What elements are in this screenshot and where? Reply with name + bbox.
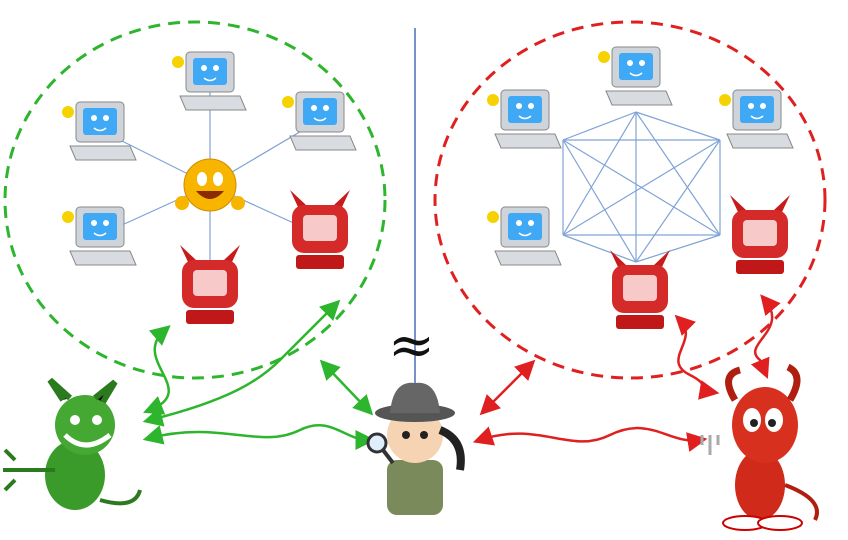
arrow-red-3 (674, 314, 720, 400)
corrupted-computer (730, 195, 790, 274)
ideal-adversary-green-devil (3, 377, 142, 510)
mesh-link (562, 139, 721, 236)
honest-computer (719, 89, 794, 149)
honest-computer (62, 206, 137, 266)
honest-computer (598, 46, 673, 106)
mesh-link (562, 111, 637, 236)
corrupted-computer (610, 250, 670, 329)
mesh-link (635, 234, 721, 263)
mesh-link (635, 111, 721, 141)
mesh-link (635, 111, 721, 236)
arrow-green-3 (142, 424, 376, 450)
honest-computer (282, 91, 357, 151)
mesh-link (562, 234, 637, 263)
corrupted-computer (290, 190, 350, 269)
arrow-green-4 (319, 359, 374, 416)
trusted-party-smiley-icon (175, 158, 245, 212)
honest-computer (487, 206, 562, 266)
honest-computer (487, 89, 562, 149)
honest-computer (62, 101, 137, 161)
arrow-red-2 (472, 426, 708, 452)
real-world-boundary (433, 20, 827, 380)
arrow-green-2 (142, 299, 341, 427)
honest-computer (172, 51, 247, 111)
real-adversary-red-devil (700, 363, 819, 531)
approx-symbol: ≈ (388, 313, 435, 378)
mesh-link (635, 139, 721, 263)
mesh-link (562, 111, 637, 141)
arrow-red-1 (479, 359, 536, 416)
arrow-green-1 (143, 325, 171, 415)
distinguisher-detective (366, 382, 465, 515)
arrow-red-4 (750, 294, 781, 379)
mesh-link (562, 139, 637, 263)
